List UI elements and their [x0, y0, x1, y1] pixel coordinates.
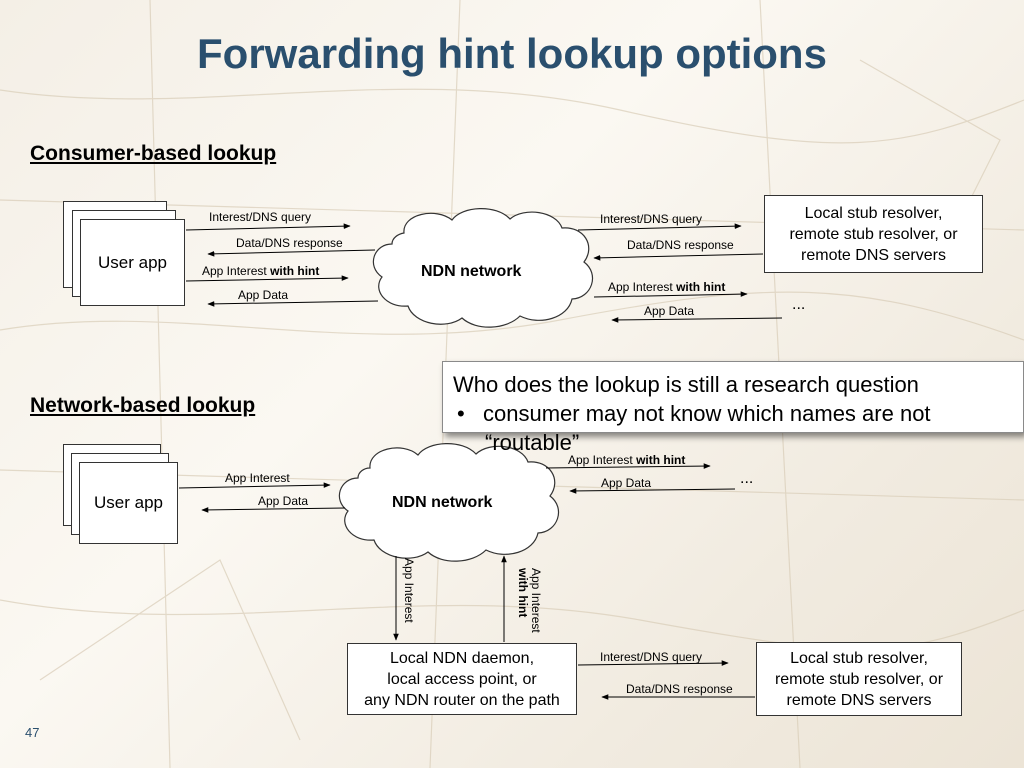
page-number: 47: [25, 725, 40, 740]
arrow-app-data-right: [611, 317, 783, 323]
label-interest-dns-query: Interest/DNS query: [600, 212, 703, 226]
label-data-dns-response: Data/DNS response: [627, 238, 734, 252]
resolver-line: remote stub resolver, or: [774, 670, 944, 688]
label-interest-dns-query: Interest/DNS query: [209, 210, 312, 224]
user-app-label: User app: [94, 493, 163, 512]
slide-title: Forwarding hint lookup options: [197, 30, 827, 77]
consumer-heading: Consumer-based lookup: [30, 142, 277, 165]
callout-line: Who does the lookup is still a research …: [453, 372, 919, 397]
label-data-dns-response: Data/DNS response: [626, 682, 733, 696]
arrow-data-dns-response-right: [593, 253, 764, 261]
callout-bullet: •consumer may not know which names are n…: [457, 401, 931, 426]
arrow-app-data-net: [201, 507, 346, 513]
research-question-callout: Who does the lookup is still a research …: [442, 361, 1024, 455]
user-app-box: User app: [80, 219, 185, 306]
arrow-app-interest-hint-net: [545, 463, 711, 469]
arrow-app-data-right-net: [569, 488, 736, 494]
label-app-interest-hint: App Interest with hint: [202, 264, 320, 278]
label-app-data: App Data: [601, 476, 652, 490]
resolver-line: Local stub resolver,: [790, 649, 928, 667]
label-app-data: App Data: [644, 304, 695, 318]
arrow-interest-dns-query-right: [577, 223, 742, 231]
arrow-app-interest-hint-right: [593, 291, 748, 298]
network-heading: Network-based lookup: [30, 394, 256, 417]
arrow-app-interest-hint-left: [185, 275, 349, 282]
arrow-app-data-left: [207, 300, 379, 307]
resolver-line: Local stub resolver,: [804, 204, 943, 222]
label-app-interest: App Interest: [225, 471, 290, 485]
ndn-cloud-network: [338, 443, 560, 562]
daemon-line: local access point, or: [387, 670, 537, 688]
label-app-interest-down: App Interest: [402, 558, 416, 623]
arrow-app-interest-net: [178, 482, 331, 489]
network-resolver-box: Local stub resolver, remote stub resolve…: [756, 642, 962, 716]
label-app-interest-hint: App Interest with hint: [568, 453, 686, 467]
daemon-line: any NDN router on the path: [364, 691, 560, 709]
arrow-interest-dns-query-left: [185, 223, 351, 231]
consumer-resolver-box: Local stub resolver, remote stub resolve…: [764, 195, 983, 273]
label-app-data: App Data: [258, 494, 309, 508]
ndn-network-label: NDN network: [421, 263, 522, 280]
ellipsis: ...: [740, 470, 754, 487]
label-interest-dns-query: Interest/DNS query: [600, 650, 703, 664]
ndn-cloud-consumer: [372, 208, 594, 328]
user-app-box: User app: [79, 462, 178, 544]
ndn-network-label: NDN network: [392, 494, 493, 511]
resolver-line: remote DNS servers: [786, 691, 932, 709]
daemon-line: Local NDN daemon,: [389, 649, 535, 667]
label-app-interest-hint-up: App Interest with hint: [516, 568, 543, 633]
resolver-line: remote stub resolver, or: [789, 225, 958, 243]
user-app-label: User app: [98, 252, 167, 272]
daemon-box: Local NDN daemon, local access point, or…: [347, 643, 577, 715]
arrow-data-dns-response-left: [207, 249, 376, 257]
ellipsis: ...: [792, 296, 806, 313]
arrow-interest-dns-query-bottom: [577, 660, 729, 666]
label-data-dns-response: Data/DNS response: [236, 236, 343, 250]
label-app-interest-hint: App Interest with hint: [608, 280, 726, 294]
resolver-line: remote DNS servers: [801, 246, 946, 264]
callout-bullet-continuation: “routable”: [485, 430, 580, 455]
label-app-data: App Data: [238, 288, 289, 302]
